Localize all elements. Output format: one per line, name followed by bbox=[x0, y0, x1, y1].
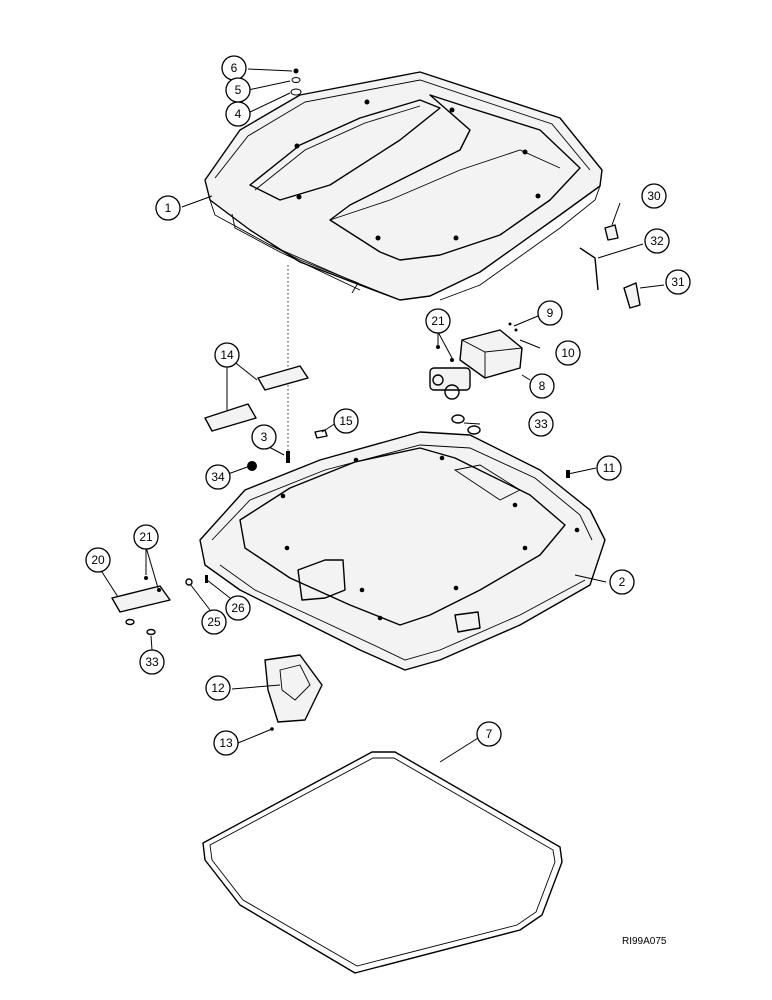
callout-2: 2 bbox=[609, 569, 635, 595]
callout-33-right: 33 bbox=[528, 411, 554, 437]
callout-13: 13 bbox=[213, 730, 239, 756]
module-box-part bbox=[459, 329, 523, 379]
callout-12: 12 bbox=[205, 675, 231, 701]
callouts: 6 5 4 1 30 32 31 9 21 10 8 14 15 33 3 34… bbox=[85, 55, 691, 756]
svg-text:20: 20 bbox=[91, 553, 105, 567]
svg-text:21: 21 bbox=[139, 530, 153, 544]
callout-34: 34 bbox=[205, 464, 231, 490]
svg-text:15: 15 bbox=[339, 414, 353, 428]
svg-text:26: 26 bbox=[231, 601, 245, 615]
svg-text:11: 11 bbox=[603, 461, 616, 475]
callout-21-top: 21 bbox=[425, 308, 451, 334]
roof-cover-part bbox=[204, 71, 603, 301]
svg-text:25: 25 bbox=[207, 615, 221, 629]
plate-part bbox=[111, 585, 171, 613]
svg-text:5: 5 bbox=[235, 83, 242, 97]
svg-text:1: 1 bbox=[165, 201, 172, 215]
callout-25: 25 bbox=[201, 609, 227, 635]
callout-7: 7 bbox=[476, 721, 502, 747]
svg-text:13: 13 bbox=[219, 736, 233, 750]
callout-1: 1 bbox=[155, 195, 181, 221]
svg-text:32: 32 bbox=[650, 234, 664, 248]
callout-10: 10 bbox=[555, 340, 581, 366]
callout-5: 5 bbox=[225, 77, 251, 103]
callout-26: 26 bbox=[225, 595, 251, 621]
svg-text:33: 33 bbox=[145, 655, 159, 669]
callout-8: 8 bbox=[529, 373, 555, 399]
svg-text:12: 12 bbox=[211, 681, 225, 695]
svg-text:30: 30 bbox=[647, 189, 661, 203]
callout-30: 30 bbox=[641, 183, 667, 209]
callout-6: 6 bbox=[221, 55, 247, 81]
motor-assembly-part bbox=[429, 367, 471, 400]
lower-pan-part bbox=[199, 431, 606, 671]
callout-32: 32 bbox=[644, 228, 670, 254]
svg-text:2: 2 bbox=[619, 575, 626, 589]
callout-33-left: 33 bbox=[139, 649, 165, 675]
svg-text:21: 21 bbox=[431, 314, 445, 328]
svg-text:31: 31 bbox=[671, 275, 685, 289]
callout-15: 15 bbox=[333, 408, 359, 434]
gasket-part bbox=[202, 751, 563, 974]
svg-text:3: 3 bbox=[261, 430, 268, 444]
callout-14: 14 bbox=[214, 342, 240, 368]
svg-text:9: 9 bbox=[547, 306, 554, 320]
bracket-part bbox=[264, 654, 323, 723]
svg-text:8: 8 bbox=[539, 379, 546, 393]
svg-text:33: 33 bbox=[534, 417, 548, 431]
svg-text:34: 34 bbox=[211, 470, 225, 484]
callout-21-left: 21 bbox=[133, 524, 159, 550]
svg-text:7: 7 bbox=[486, 727, 493, 741]
pads-part bbox=[204, 365, 309, 432]
callout-9: 9 bbox=[537, 300, 563, 326]
figure-reference-code: RI99A075 bbox=[622, 936, 667, 947]
callout-4: 4 bbox=[225, 101, 251, 127]
callout-31: 31 bbox=[665, 269, 691, 295]
callout-20: 20 bbox=[85, 547, 111, 573]
small-fasteners bbox=[125, 68, 641, 731]
svg-text:6: 6 bbox=[231, 61, 238, 75]
svg-text:14: 14 bbox=[220, 348, 234, 362]
callout-11: 11 bbox=[596, 455, 622, 481]
callout-3: 3 bbox=[251, 424, 277, 450]
svg-text:10: 10 bbox=[561, 346, 575, 360]
svg-text:4: 4 bbox=[235, 107, 242, 121]
